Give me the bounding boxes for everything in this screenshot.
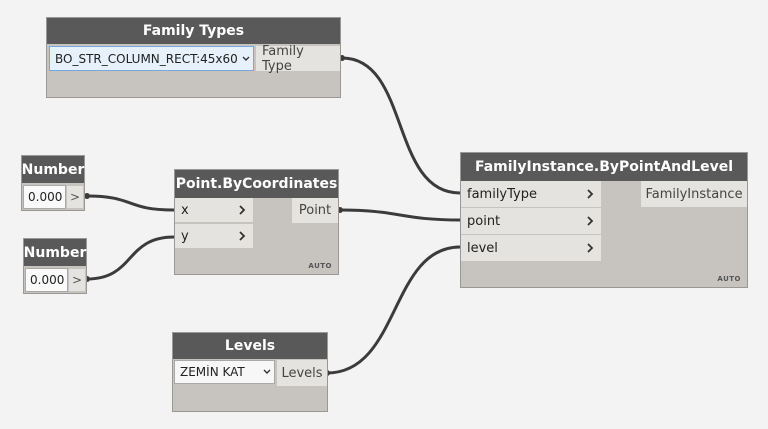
number-value: 0.000 xyxy=(28,190,63,204)
port-label: Point xyxy=(298,203,332,218)
family-instance-node[interactable]: FamilyInstance.ByPointAndLevel familyTyp… xyxy=(460,152,748,288)
port-label: familyType xyxy=(467,186,537,202)
number-output-port[interactable]: > xyxy=(68,268,86,292)
dropdown-value: BO_STR_COLUMN_RECT:45x60 xyxy=(55,51,238,66)
number-input[interactable]: 0.000 xyxy=(23,185,66,209)
input-port-x[interactable]: x xyxy=(175,198,253,223)
chevron-right-icon xyxy=(583,187,597,201)
chevron-right-icon xyxy=(235,229,249,243)
port-label: x xyxy=(181,202,189,218)
number-node-1[interactable]: Number 0.000 > xyxy=(21,155,85,211)
family-type-output-port[interactable]: Family Type xyxy=(256,43,340,74)
port-label: y xyxy=(181,228,189,244)
chevron-right-icon xyxy=(583,214,597,228)
wire-x[interactable] xyxy=(85,194,176,212)
chevron-right-icon xyxy=(235,203,249,217)
point-by-coordinates-node[interactable]: Point.ByCoordinates x y Point AUTO xyxy=(174,169,339,275)
number-value: 0.000 xyxy=(30,273,65,287)
input-port-level[interactable]: level xyxy=(461,235,601,262)
lacing-label: AUTO xyxy=(717,275,741,283)
levels-output-port[interactable]: Levels xyxy=(277,360,327,386)
port-label: > xyxy=(69,190,81,204)
family-type-dropdown[interactable]: BO_STR_COLUMN_RECT:45x60 xyxy=(49,46,254,71)
number-node-2[interactable]: Number 0.000 > xyxy=(23,238,87,294)
port-label: Levels xyxy=(281,365,323,381)
node-title: Point.ByCoordinates xyxy=(175,170,338,198)
node-title: FamilyInstance.ByPointAndLevel xyxy=(461,153,747,181)
level-dropdown[interactable]: ZEMİN KAT xyxy=(174,360,275,384)
node-title: Family Types xyxy=(47,18,340,44)
number-output-port[interactable]: > xyxy=(66,185,84,209)
wire-point[interactable] xyxy=(338,208,462,222)
wire-familytype[interactable] xyxy=(340,56,462,195)
port-label: Family Type xyxy=(262,43,304,74)
chevron-down-icon xyxy=(239,56,253,62)
port-label: level xyxy=(467,240,498,256)
input-port-familytype[interactable]: familyType xyxy=(461,181,601,208)
port-label: FamilyInstance xyxy=(645,186,743,202)
point-output-port[interactable]: Point xyxy=(292,198,338,223)
input-port-y[interactable]: y xyxy=(175,224,253,249)
port-label: point xyxy=(467,213,501,229)
dropdown-value: ZEMİN KAT xyxy=(180,365,245,379)
family-instance-output-port[interactable]: FamilyInstance xyxy=(641,181,747,207)
lacing-label: AUTO xyxy=(308,262,332,270)
chevron-down-icon xyxy=(260,369,274,375)
wire-levels[interactable] xyxy=(325,245,462,375)
chevron-right-icon xyxy=(583,241,597,255)
port-label: > xyxy=(71,273,83,287)
node-title: Levels xyxy=(173,333,327,359)
input-port-point[interactable]: point xyxy=(461,208,601,235)
node-title: Number xyxy=(24,239,86,266)
number-input[interactable]: 0.000 xyxy=(25,268,68,292)
family-types-node[interactable]: Family Types BO_STR_COLUMN_RECT:45x60 Fa… xyxy=(46,17,341,98)
node-title: Number xyxy=(22,156,84,183)
levels-node[interactable]: Levels ZEMİN KAT Levels xyxy=(172,332,328,412)
wire-y[interactable] xyxy=(85,235,176,281)
